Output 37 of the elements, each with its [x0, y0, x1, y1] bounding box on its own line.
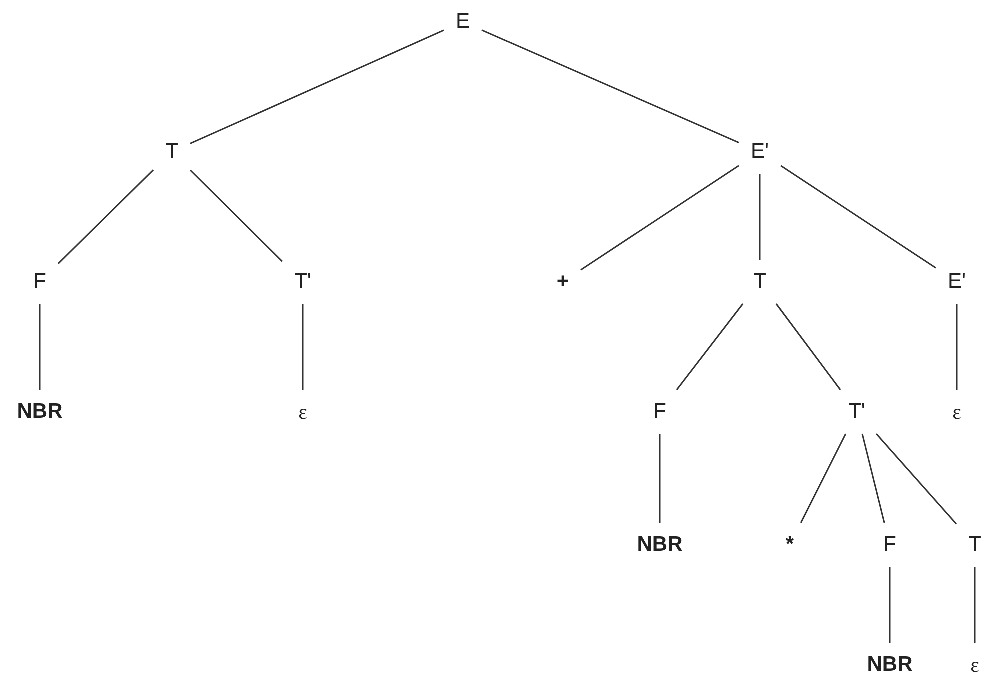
tree-branch-line: [58, 170, 154, 264]
tree-branch-line: [889, 567, 891, 643]
tree-symbol: +: [556, 270, 570, 294]
tree-symbol: NBR: [17, 400, 63, 424]
tree-branch-line: [302, 304, 304, 390]
tree-branch-line: [862, 434, 886, 524]
tree-symbol: T: [166, 140, 178, 164]
tree-symbol: ε: [298, 400, 308, 424]
tree-symbol: E': [750, 140, 770, 164]
tree-symbol: *: [786, 533, 794, 557]
tree-branch-line: [800, 434, 847, 524]
tree-branch-line: [956, 304, 958, 390]
tree-branch-line: [676, 304, 744, 390]
tree-symbol: T': [848, 400, 866, 424]
tree-symbol: F: [34, 270, 46, 294]
tree-symbol: F: [884, 533, 896, 557]
tree-branch-line: [482, 30, 740, 144]
tree-symbol: T: [754, 270, 766, 294]
tree-symbol: ε: [970, 653, 980, 677]
tree-branch-line: [776, 304, 842, 390]
tree-symbol: T: [968, 533, 982, 557]
tree-symbol: ε: [952, 400, 962, 424]
tree-symbol: E: [456, 10, 470, 34]
tree-branch-line: [190, 170, 284, 262]
tree-symbol: F: [654, 400, 666, 424]
tree-branch-line: [780, 165, 936, 269]
tree-branch-line: [580, 165, 740, 271]
tree-branch-line: [39, 304, 41, 390]
tree-branch-line: [759, 174, 761, 260]
tree-branch-line: [659, 434, 661, 523]
tree-branch-line: [974, 567, 976, 643]
tree-symbol: E': [948, 270, 966, 294]
tree-symbol: NBR: [637, 533, 683, 557]
tree-symbol: NBR: [867, 653, 913, 677]
tree-symbol: T': [294, 270, 312, 294]
tree-branch-line: [876, 434, 958, 525]
tree-branch-line: [190, 30, 444, 144]
